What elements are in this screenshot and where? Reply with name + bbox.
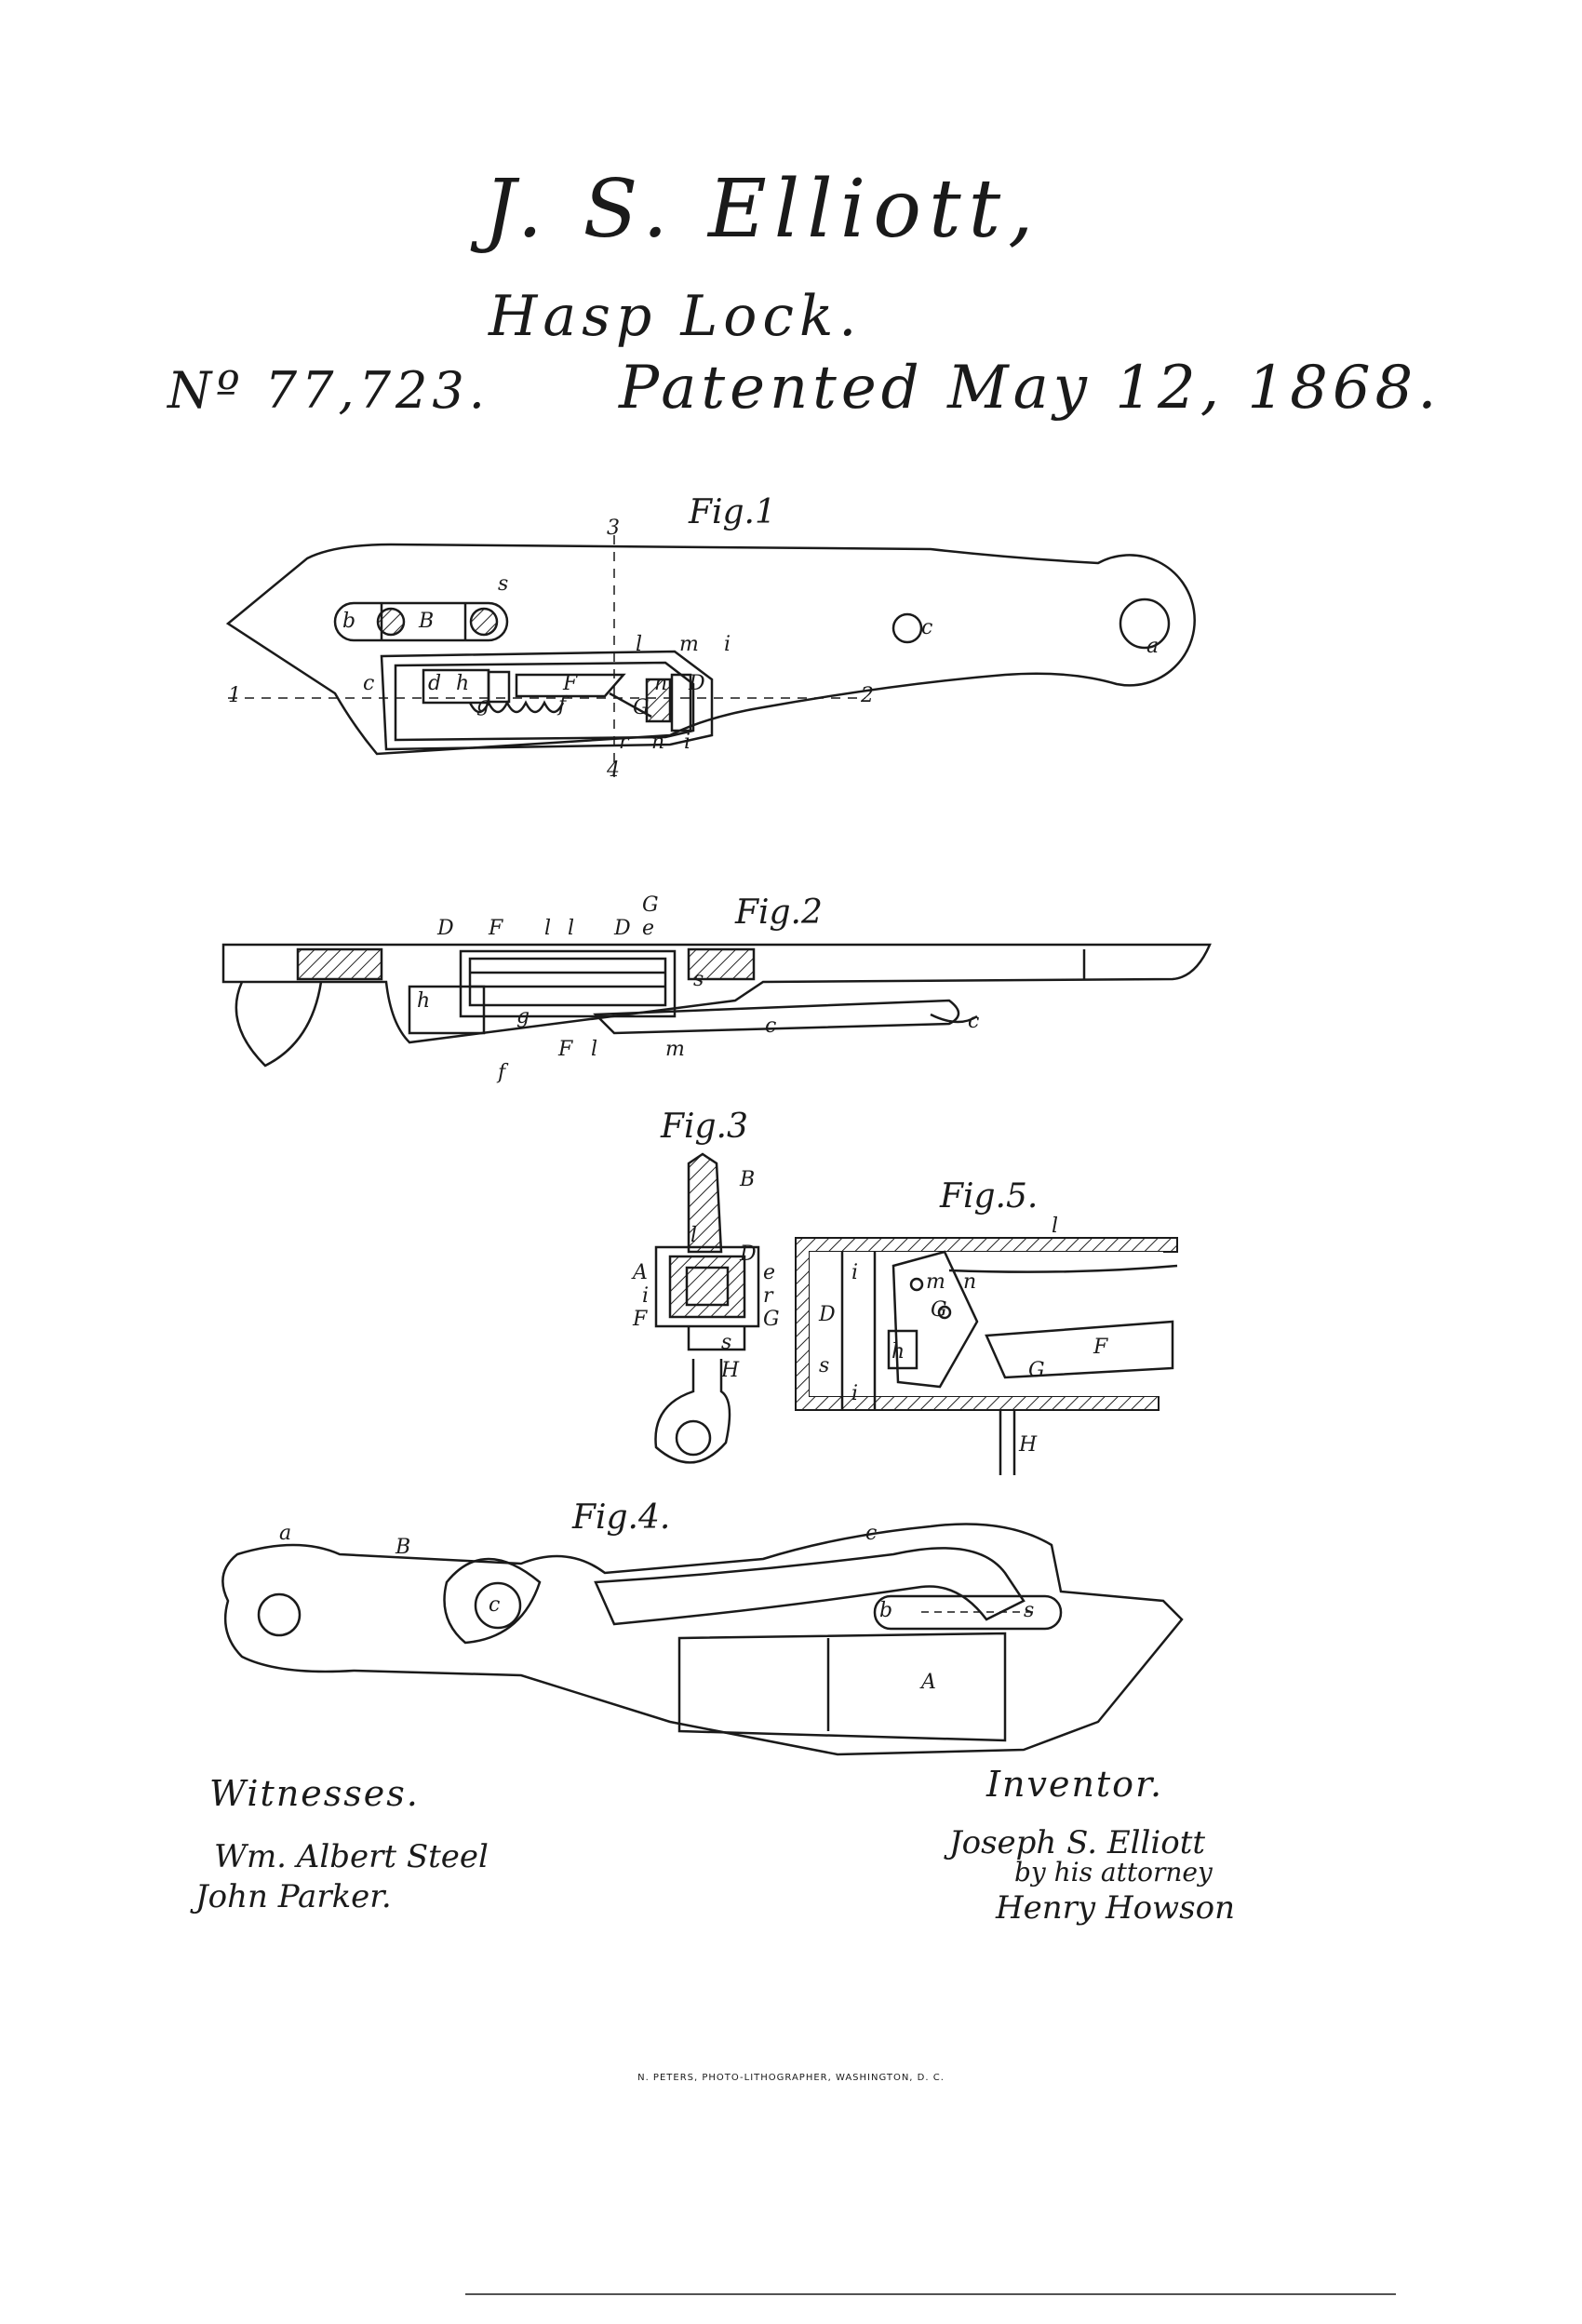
fig1-ref-label: c [363,672,375,695]
fig3-ref-label: s [721,1331,732,1354]
fig5-ref-label: H [1019,1433,1038,1457]
patent-date: Patented May 12, 1868. [619,354,1441,423]
fig4-ref-label: B [396,1536,411,1559]
fig-5-label: Fig.5. [940,1177,1039,1216]
lithographer-credit: N. PETERS, PHOTO-LITHOGRAPHER, WASHINGTO… [637,2073,945,2083]
fig4-ref-label: A [921,1671,936,1694]
fig3-ref-label: B [740,1168,756,1191]
fig1-ref-label: d [428,672,442,695]
fig5-ref-label: i [851,1261,859,1284]
attorney-signature: Henry Howson [996,1889,1235,1927]
fig3-ref-label: r [763,1284,773,1308]
figure-1-drawing [225,535,1196,777]
fig2-ref-label: c [968,1010,980,1033]
fig2-ref-label: F [489,917,503,940]
fig2-ref-label: f [498,1061,506,1084]
fig-3-label: Fig.3 [661,1108,748,1146]
attorney-by-line: by his attorney [1014,1857,1213,1887]
fig4-ref-label: s [1024,1599,1035,1622]
fig1-ref-label: i [684,731,691,754]
fig2-ref-label: D [437,917,454,940]
fig1-ref-label: n [654,672,668,695]
fig1-ref-label: c [921,616,933,639]
fig3-ref-label: H [721,1359,740,1382]
fig3-ref-label: G [763,1308,780,1331]
fig1-ref-label: n [651,731,665,754]
fig1-ref-label: D [689,672,705,695]
fig-2-label: Fig.2 [735,893,823,932]
figure-3-drawing [654,1152,760,1464]
fig5-ref-label: n [963,1270,977,1294]
fig2-ref-label: l [591,1038,598,1061]
fig4-ref-label: c [489,1593,501,1617]
fig2-ref-label: c [765,1014,777,1038]
fig1-ref-label: l [636,633,643,656]
fig2-ref-label: l [544,917,552,940]
fig5-ref-label: D [819,1303,836,1326]
fig2-ref-label: e [642,917,655,940]
fig-1-label: Fig.1 [689,493,776,531]
fig1-ref-label: b [342,610,356,633]
fig3-ref-label: F [633,1308,648,1331]
fig2-ref-label: s [693,968,704,991]
fig4-ref-label: a [279,1522,292,1545]
figure-4-drawing [221,1523,1184,1756]
fig1-ref-label: 3 [607,517,620,540]
fig-4-label: Fig.4. [572,1498,671,1537]
inventor-label: Inventor. [986,1764,1164,1805]
fig1-ref-label: 2 [861,684,874,707]
invention-title: Hasp Lock. [489,284,863,349]
fig1-ref-label: G [633,696,650,719]
inventor-title: J. S. Elliott, [484,163,1041,256]
fig5-ref-label: h [892,1340,905,1364]
fig1-ref-label: 4 [607,759,620,782]
fig5-ref-label: G [931,1298,947,1322]
fig3-ref-label: e [763,1261,776,1284]
fig3-ref-label: A [633,1261,648,1284]
fig1-ref-label: i [724,633,731,656]
fig1-ref-label: h [456,672,470,695]
witness-signature: Wm. Albert Steel [214,1838,489,1875]
fig2-ref-label: G [642,893,659,917]
fig4-ref-label: b [879,1599,893,1622]
witnesses-label: Witnesses. [209,1773,420,1814]
fig2-ref-label: l [568,917,575,940]
fig2-ref-label: F [558,1038,573,1061]
fig2-ref-label: D [614,917,631,940]
fig2-ref-label: m [665,1038,685,1061]
fig1-ref-label: s [498,572,509,596]
fig4-ref-label: c [865,1522,878,1545]
patent-number: Nº 77,723. [168,361,489,420]
witness-signature: John Parker. [195,1878,392,1915]
fig5-ref-label: m [926,1270,945,1294]
fig1-ref-label: B [419,610,435,633]
fig1-ref-label: F [563,672,578,695]
fig3-ref-label: l [690,1224,698,1247]
fig1-ref-label: m [679,633,699,656]
fig5-ref-label: i [851,1382,859,1405]
fig1-ref-label: g [476,693,490,717]
fig5-ref-label: s [819,1354,830,1377]
fig2-ref-label: h [417,989,431,1013]
fig1-ref-label: a [1146,635,1160,658]
figure-2-drawing [221,943,1212,1068]
fig5-ref-label: F [1093,1336,1108,1359]
fig1-ref-label: r [619,731,629,754]
figure-5-drawing [795,1237,1178,1475]
fig3-ref-label: D [740,1243,757,1266]
fig5-ref-label: l [1052,1215,1059,1238]
fig2-ref-label: g [516,1005,530,1028]
fig5-ref-label: G [1028,1359,1045,1382]
fig1-ref-label: 1 [228,684,241,707]
fig3-ref-label: i [642,1284,650,1308]
fig1-ref-label: f [558,693,567,717]
inventor-signature: Joseph S. Elliott [949,1824,1206,1861]
